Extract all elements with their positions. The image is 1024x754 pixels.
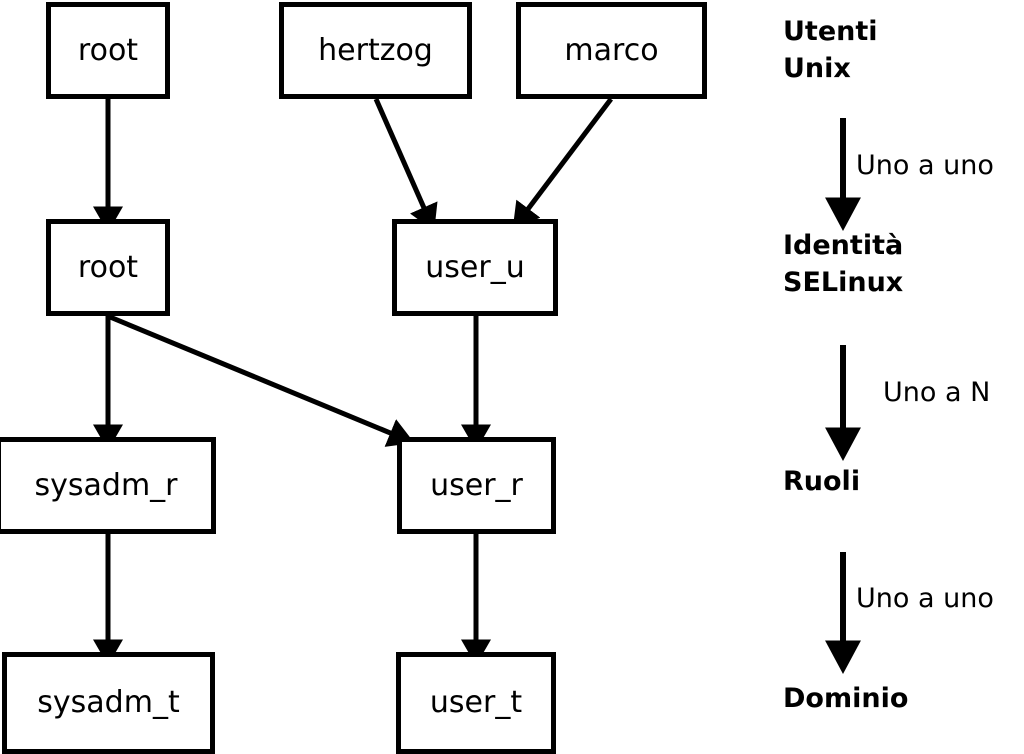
node-role_user[interactable]: user_r bbox=[397, 437, 556, 534]
legend-level-identita-selinux: Identità SELinux bbox=[783, 230, 904, 298]
node-unix_marco[interactable]: marco bbox=[516, 2, 707, 99]
node-dom_sysadm[interactable]: sysadm_t bbox=[2, 652, 215, 754]
legend-arrow-label-utenti-to-identita: Uno a uno bbox=[856, 150, 994, 181]
node-label: user_u bbox=[425, 249, 525, 285]
edge-unix_hertzog-to-sel_user_u bbox=[373, 97, 438, 232]
node-unix_root[interactable]: root bbox=[46, 2, 170, 99]
node-label: sysadm_t bbox=[37, 685, 180, 720]
legend-level-dominio: Dominio bbox=[783, 683, 909, 714]
node-label: sysadm_r bbox=[34, 467, 178, 503]
node-dom_user[interactable]: user_t bbox=[396, 652, 556, 754]
node-label: user_t bbox=[429, 685, 523, 720]
node-label: hertzog bbox=[318, 32, 433, 68]
node-sel_root[interactable]: root bbox=[46, 219, 170, 316]
legend-level-utenti-unix: Utenti Unix bbox=[783, 16, 878, 84]
node-role_sysadm[interactable]: sysadm_r bbox=[0, 437, 216, 534]
legend-arrow-label-ruoli-to-dominio: Uno a uno bbox=[856, 583, 994, 614]
node-unix_hertzog[interactable]: hertzog bbox=[279, 2, 472, 99]
edge-sel_root-to-role_user bbox=[109, 314, 415, 447]
node-sel_user_u[interactable]: user_u bbox=[392, 219, 558, 316]
node-label: root bbox=[77, 249, 139, 285]
node-label: root bbox=[77, 32, 139, 68]
edge-unix_marco-to-sel_user_u bbox=[512, 97, 613, 230]
node-label: marco bbox=[564, 32, 659, 68]
legend-arrow-label-identita-to-ruoli: Uno a N bbox=[883, 377, 991, 408]
legend-level-ruoli: Ruoli bbox=[783, 466, 861, 497]
node-label: user_r bbox=[430, 467, 523, 503]
